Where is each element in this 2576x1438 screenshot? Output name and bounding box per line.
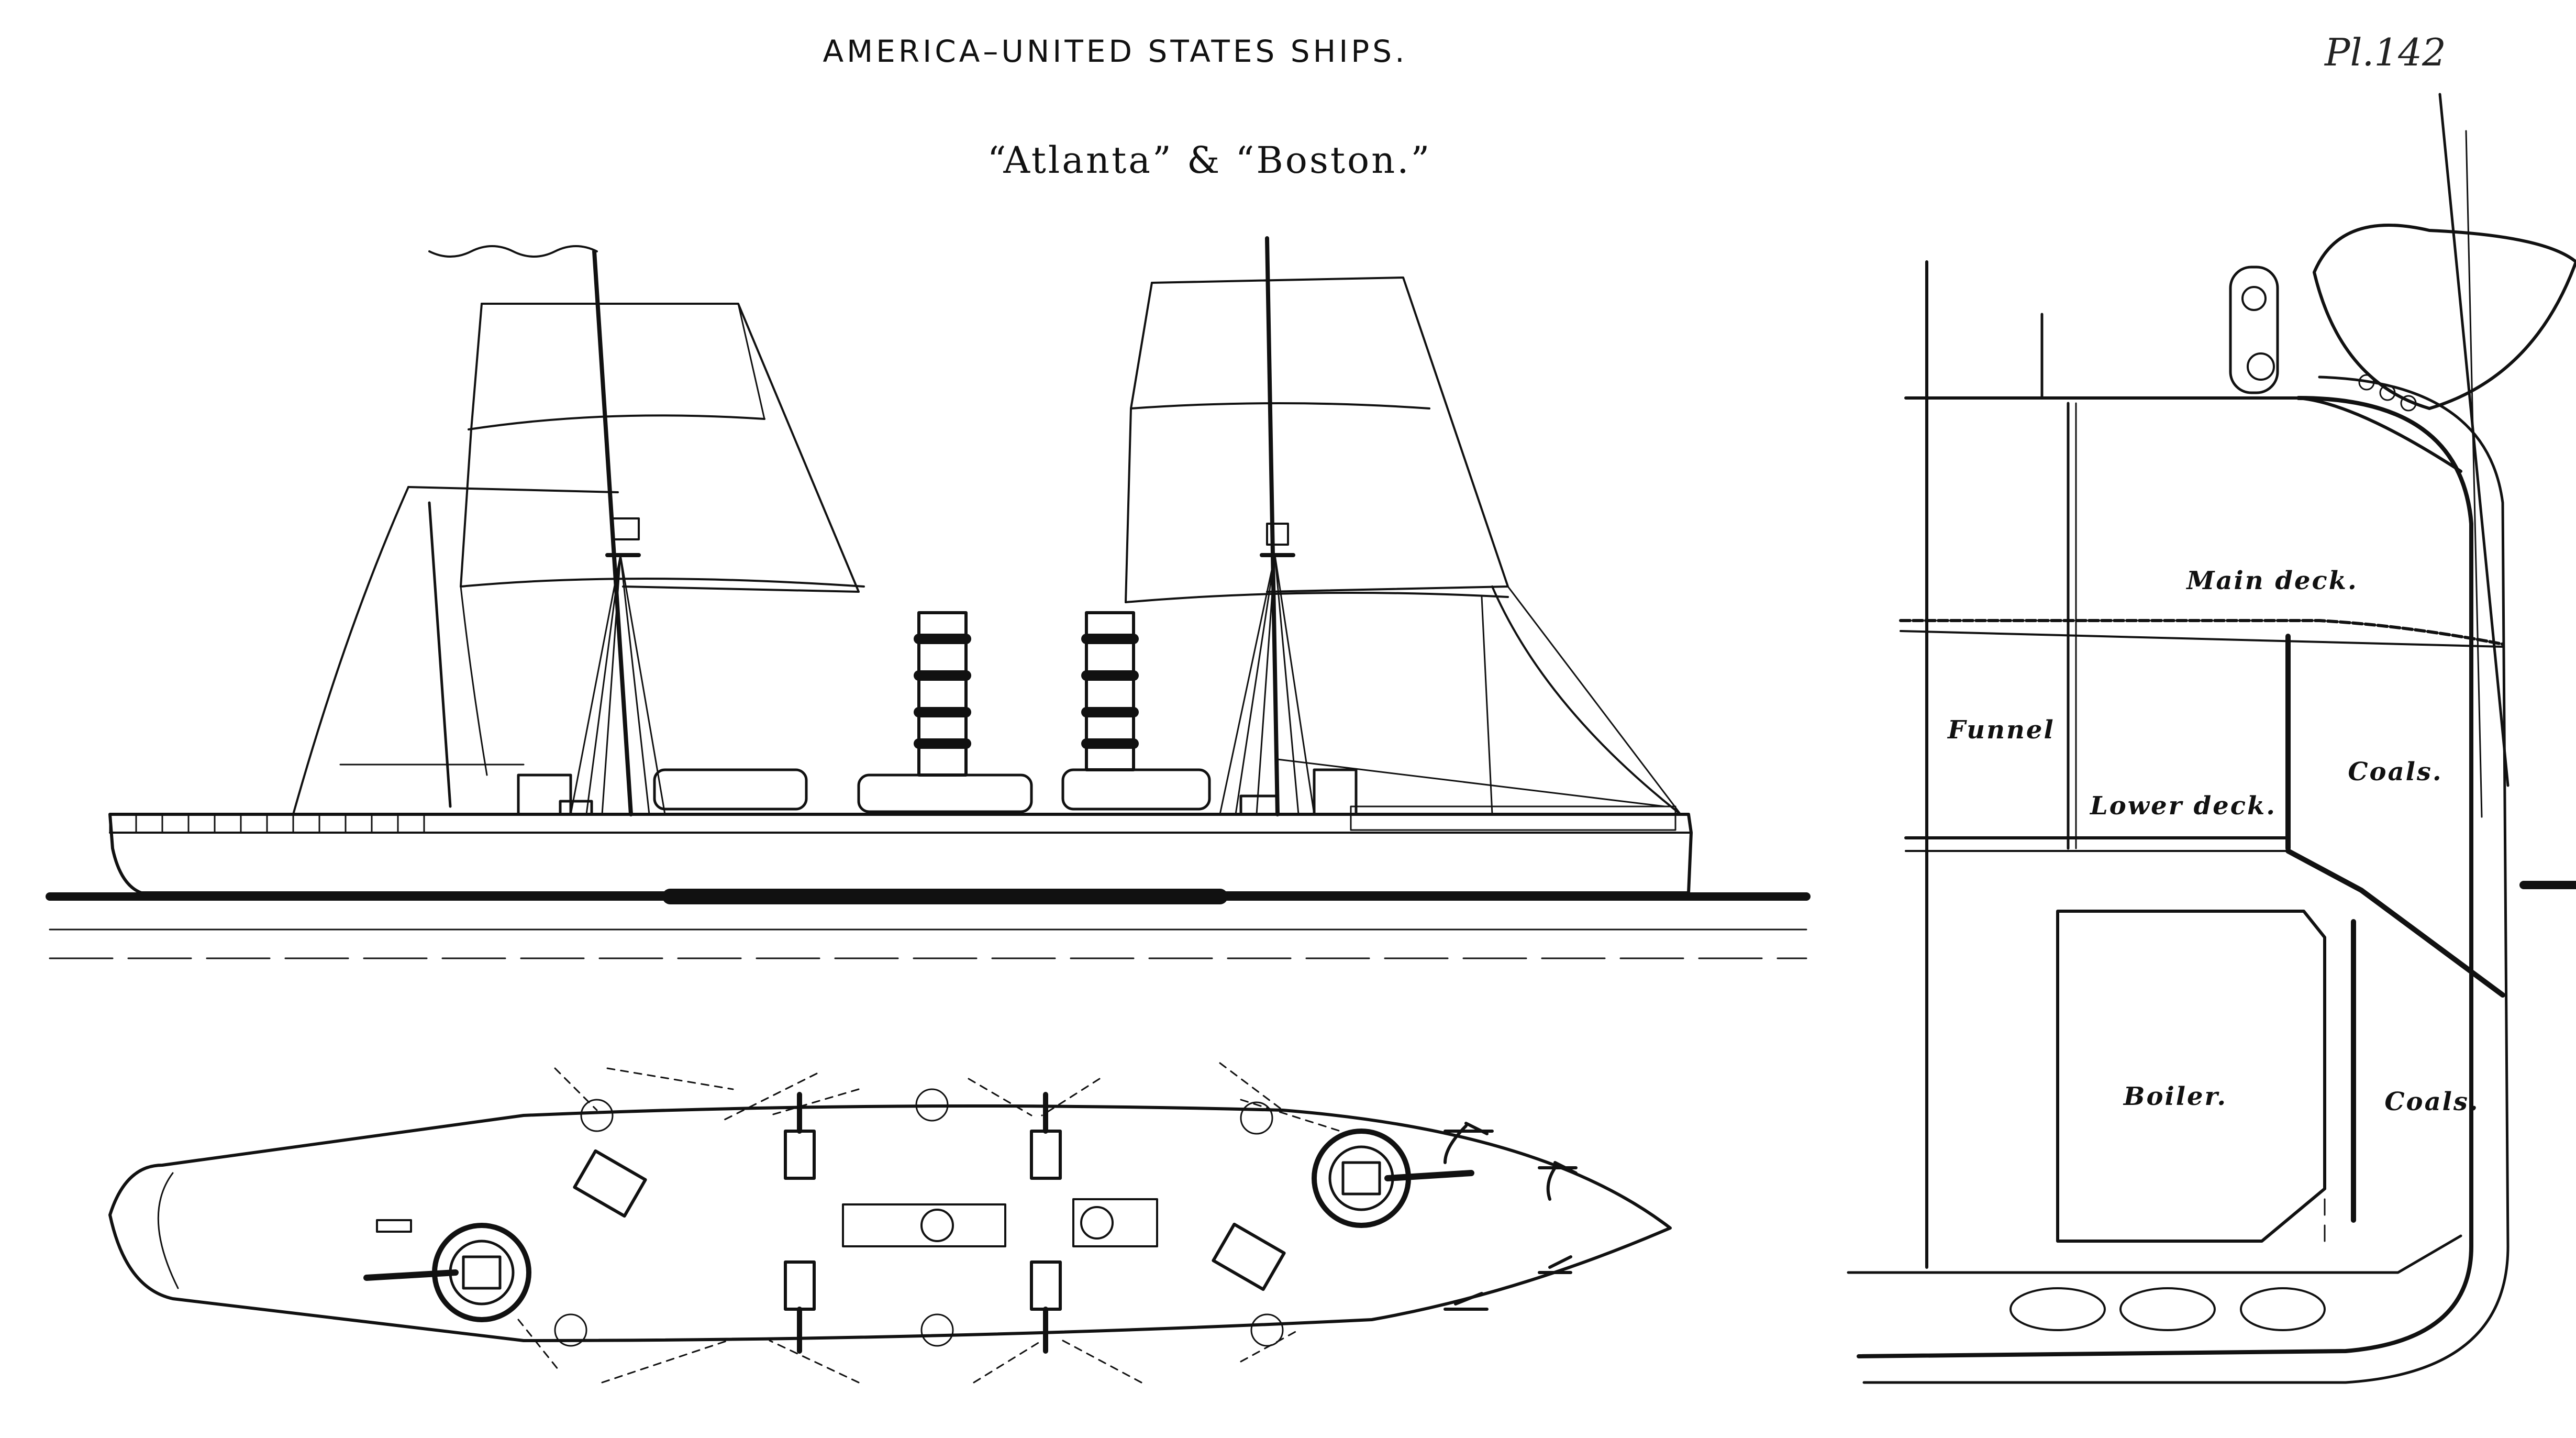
label-lower-deck: Lower deck. — [2089, 791, 2277, 821]
plate-number: Pl.142 — [2324, 30, 2446, 74]
midship-section — [1847, 93, 2576, 1384]
plan-view — [108, 1062, 1672, 1384]
label-main-deck: Main deck. — [2185, 566, 2358, 595]
side-elevation — [46, 236, 1811, 959]
label-coals-lower: Coals. — [2384, 1087, 2479, 1116]
label-boiler: Boiler. — [2123, 1082, 2227, 1111]
label-coals-upper: Coals. — [2348, 757, 2442, 787]
plate-title: AMERICA–UNITED STATES SHIPS. — [823, 34, 1407, 69]
plate-subtitle: “Atlanta” & “Boston.” — [987, 139, 1432, 182]
label-funnel: Funnel — [1947, 715, 2055, 745]
